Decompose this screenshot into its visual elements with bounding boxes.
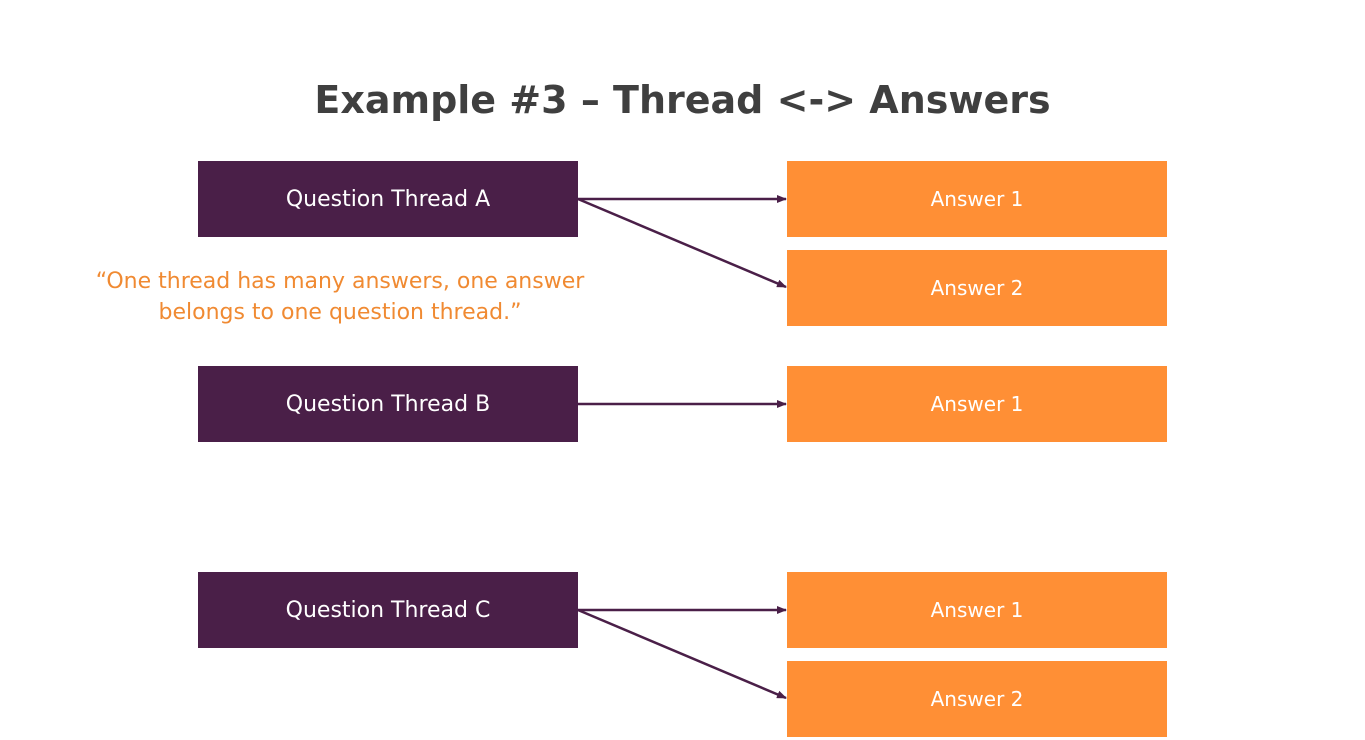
question-thread-c-box: Question Thread C bbox=[198, 572, 578, 648]
thread-c-answer-1-label: Answer 1 bbox=[930, 598, 1024, 622]
question-thread-a-box: Question Thread A bbox=[198, 161, 578, 237]
question-thread-c-label: Question Thread C bbox=[285, 597, 491, 623]
thread-c-answer-2-label: Answer 2 bbox=[930, 687, 1024, 711]
thread-a-answer-1-label: Answer 1 bbox=[930, 187, 1024, 211]
thread-b-answer-1-label: Answer 1 bbox=[930, 392, 1024, 416]
quote-line-2: belongs to one question thread.” bbox=[158, 300, 522, 325]
slide-title: Example #3 – Thread <-> Answers bbox=[314, 78, 1051, 122]
question-thread-a-label: Question Thread A bbox=[285, 186, 491, 212]
thread-c-answer-1-box: Answer 1 bbox=[787, 572, 1167, 648]
thread-a-answer-1-box: Answer 1 bbox=[787, 161, 1167, 237]
thread-a-answer-2-box: Answer 2 bbox=[787, 250, 1167, 326]
question-thread-b-label: Question Thread B bbox=[285, 391, 491, 417]
thread-a-answer-2-label: Answer 2 bbox=[930, 276, 1024, 300]
arrow-thread-c-to-answer-2 bbox=[577, 608, 787, 700]
relationship-quote: “One thread has many answers, one answer… bbox=[60, 266, 620, 328]
quote-line-1: “One thread has many answers, one answer bbox=[95, 269, 585, 294]
thread-c-answer-2-box: Answer 2 bbox=[787, 661, 1167, 737]
question-thread-b-box: Question Thread B bbox=[198, 366, 578, 442]
thread-b-answer-1-box: Answer 1 bbox=[787, 366, 1167, 442]
